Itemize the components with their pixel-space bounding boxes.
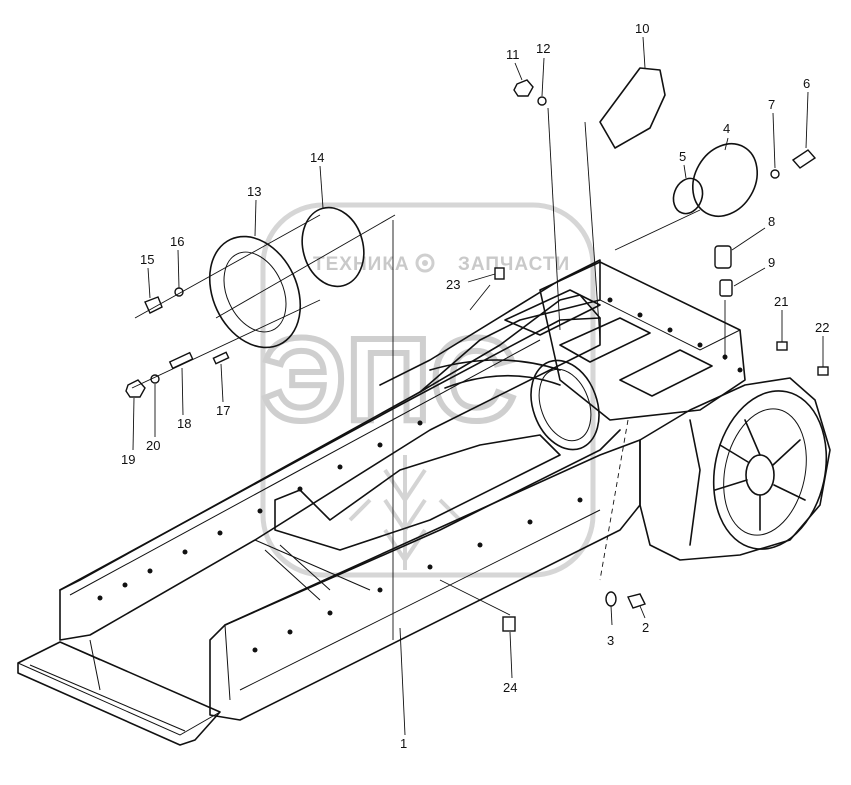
callout-14: 14 — [310, 150, 324, 165]
housing-flange — [712, 390, 828, 550]
rail-holes — [97, 297, 743, 653]
callout-15: 15 — [140, 252, 154, 267]
part-14-ring — [301, 206, 365, 288]
main-frame — [17, 259, 831, 746]
part-13-gasket — [208, 235, 302, 349]
part-6-bolt — [791, 149, 817, 169]
part-21-plug — [776, 341, 788, 351]
part-2-plug — [627, 593, 646, 609]
part-9-fitting — [719, 279, 733, 297]
part-11-nut — [513, 79, 534, 97]
housing-hub — [745, 454, 775, 496]
part-24-plug — [502, 616, 516, 632]
callout-17: 17 — [216, 403, 230, 418]
part-22-plug — [817, 366, 829, 376]
part-18-stud — [168, 351, 194, 370]
part-10-cover — [599, 67, 666, 149]
callout-8: 8 — [768, 214, 775, 229]
gear-icon — [415, 253, 435, 273]
part-3-washer — [605, 591, 617, 607]
callout-11: 11 — [506, 47, 520, 62]
top-opening-3 — [619, 349, 713, 397]
part-12-washer — [537, 96, 547, 106]
part-23-plug — [494, 267, 505, 280]
callout-22: 22 — [815, 320, 829, 335]
callout-3: 3 — [607, 633, 614, 648]
watermark-left-text: ТЕХНИКА — [313, 254, 410, 275]
callout-20: 20 — [146, 438, 160, 453]
rear-gear-housing — [639, 377, 831, 561]
loose-parts — [125, 67, 829, 632]
callout-10: 10 — [635, 21, 649, 36]
callout-7: 7 — [768, 97, 775, 112]
part-17-pin — [212, 351, 230, 365]
callout-21: 21 — [774, 294, 788, 309]
callout-23: 23 — [446, 277, 460, 292]
right-rail — [209, 439, 641, 721]
top-opening-2 — [559, 317, 651, 363]
callout-9: 9 — [768, 255, 775, 270]
callout-16: 16 — [170, 234, 184, 249]
assembly-lines — [131, 107, 726, 640]
part-15-bolt — [144, 296, 163, 314]
callout-24: 24 — [503, 680, 517, 695]
part-19-nut — [125, 379, 146, 398]
callout-2: 2 — [642, 620, 649, 635]
callout-4: 4 — [723, 121, 730, 136]
callout-5: 5 — [679, 149, 686, 164]
part-7-washer — [770, 169, 780, 179]
part-8-fitting — [714, 245, 732, 269]
floor-plate — [274, 434, 561, 551]
callout-1: 1 — [400, 736, 407, 751]
callout-19: 19 — [121, 452, 135, 467]
callout-18: 18 — [177, 416, 191, 431]
top-opening-1 — [504, 289, 601, 336]
callout-6: 6 — [803, 76, 810, 91]
watermark-right-text: ЗАПЧАСТИ — [458, 254, 570, 275]
housing-spokes — [714, 419, 806, 531]
part-4-cover-disc — [692, 143, 758, 217]
callout-12: 12 — [536, 41, 550, 56]
callout-13: 13 — [247, 184, 261, 199]
callouts: 1 2 3 4 5 6 7 8 9 10 11 12 13 14 15 16 1… — [121, 21, 829, 751]
part-5-o-ring — [672, 177, 704, 215]
round-housing — [530, 359, 600, 451]
